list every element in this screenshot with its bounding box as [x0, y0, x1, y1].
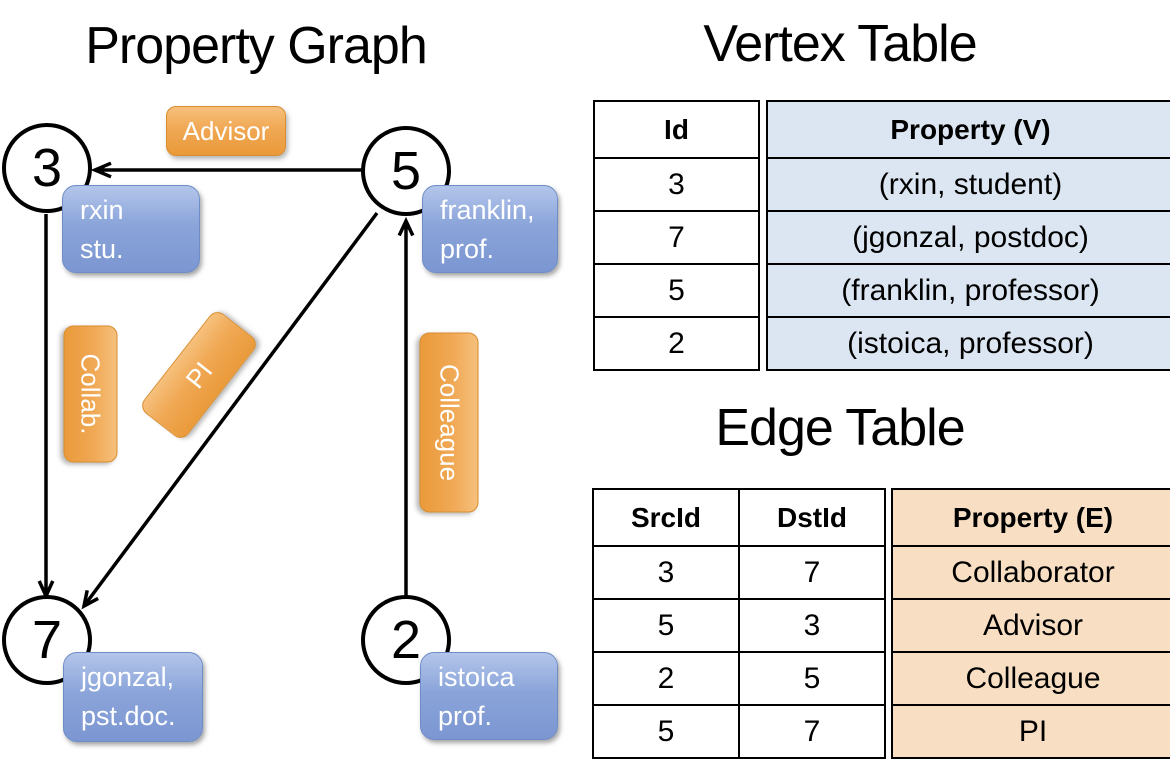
edge-label-advisor: Advisor: [166, 106, 286, 156]
vertex-property-cell: (rxin, student): [766, 157, 1170, 212]
edge-label-colleague: Colleague: [419, 332, 478, 512]
vertex-property-line: stu.: [80, 234, 124, 264]
node-circle-2: 2: [361, 595, 451, 685]
vertex-property-box-5: franklin, prof.: [422, 185, 558, 273]
edge-colleague-arrow: [397, 216, 415, 596]
vertex-property-line: pst.doc.: [81, 701, 176, 731]
vertex-property-box-2: istoica prof.: [420, 652, 558, 740]
edge-property-cell: PI: [891, 704, 1170, 759]
edge-table-property-column: Property (E) Collaborator Advisor Collea…: [891, 488, 1170, 759]
vertex-table-title: Vertex Table: [703, 15, 977, 73]
vertex-property-cell: (franklin, professor): [766, 263, 1170, 318]
vertex-id-cell: 5: [593, 263, 760, 318]
vertex-property-header-cell: Property (V): [766, 100, 1170, 159]
edge-table-id-columns: SrcId DstId 3 7 5 3 2 5 5 7: [592, 488, 886, 759]
node-id-7: 7: [31, 610, 63, 670]
edge-srcid-cell: 2: [592, 651, 740, 706]
edge-advisor-arrow: [90, 161, 362, 179]
vertex-property-line: rxin: [80, 195, 124, 225]
vertex-property-line: prof.: [440, 234, 495, 264]
vertex-id-cell: 3: [593, 157, 760, 212]
edge-property-cell: Advisor: [891, 598, 1170, 653]
vertex-property-cell: (istoica, professor): [766, 316, 1170, 371]
edge-dstid-cell: 7: [738, 704, 886, 759]
node-id-2: 2: [390, 610, 422, 670]
edge-srcid-cell: 3: [592, 545, 740, 600]
edge-property-cell: Colleague: [891, 651, 1170, 706]
edge-property-cell: Collaborator: [891, 545, 1170, 600]
edge-dstid-cell: 7: [738, 545, 886, 600]
graph-title: Property Graph: [85, 17, 428, 75]
vertex-property-line: jgonzal,: [81, 662, 175, 692]
vertex-property-cell: (jgonzal, postdoc): [766, 210, 1170, 265]
edge-collab-arrow: [37, 214, 55, 601]
edge-pi-arrow: [81, 211, 379, 610]
node-id-3: 3: [31, 138, 63, 198]
vertex-property-line: istoica: [438, 662, 515, 692]
vertex-property-line: franklin,: [440, 195, 535, 225]
edge-dstid-header-cell: DstId: [738, 488, 886, 547]
vertex-property-line: prof.: [438, 701, 493, 731]
vertex-table-property-column: Property (V) (rxin, student) (jgonzal, p…: [766, 100, 1170, 371]
edge-srcid-header-cell: SrcId: [592, 488, 740, 547]
edge-property-header-cell: Property (E): [891, 488, 1170, 547]
edge-label-collab: Collab.: [63, 325, 117, 462]
graph-edges: [37, 161, 415, 610]
vertex-id-header-cell: Id: [593, 100, 760, 159]
vertex-id-cell: 7: [593, 210, 760, 265]
edge-dstid-cell: 5: [738, 651, 886, 706]
vertex-id-cell: 2: [593, 316, 760, 371]
vertex-table-id-column: Id 3 7 5 2: [593, 100, 760, 371]
vertex-property-box-3: rxin stu.: [62, 185, 200, 273]
edge-srcid-cell: 5: [592, 704, 740, 759]
edge-table-title: Edge Table: [715, 399, 965, 457]
vertex-property-box-7: jgonzal, pst.doc.: [63, 652, 203, 742]
edge-srcid-cell: 5: [592, 598, 740, 653]
edge-dstid-cell: 3: [738, 598, 886, 653]
node-id-5: 5: [390, 141, 422, 201]
